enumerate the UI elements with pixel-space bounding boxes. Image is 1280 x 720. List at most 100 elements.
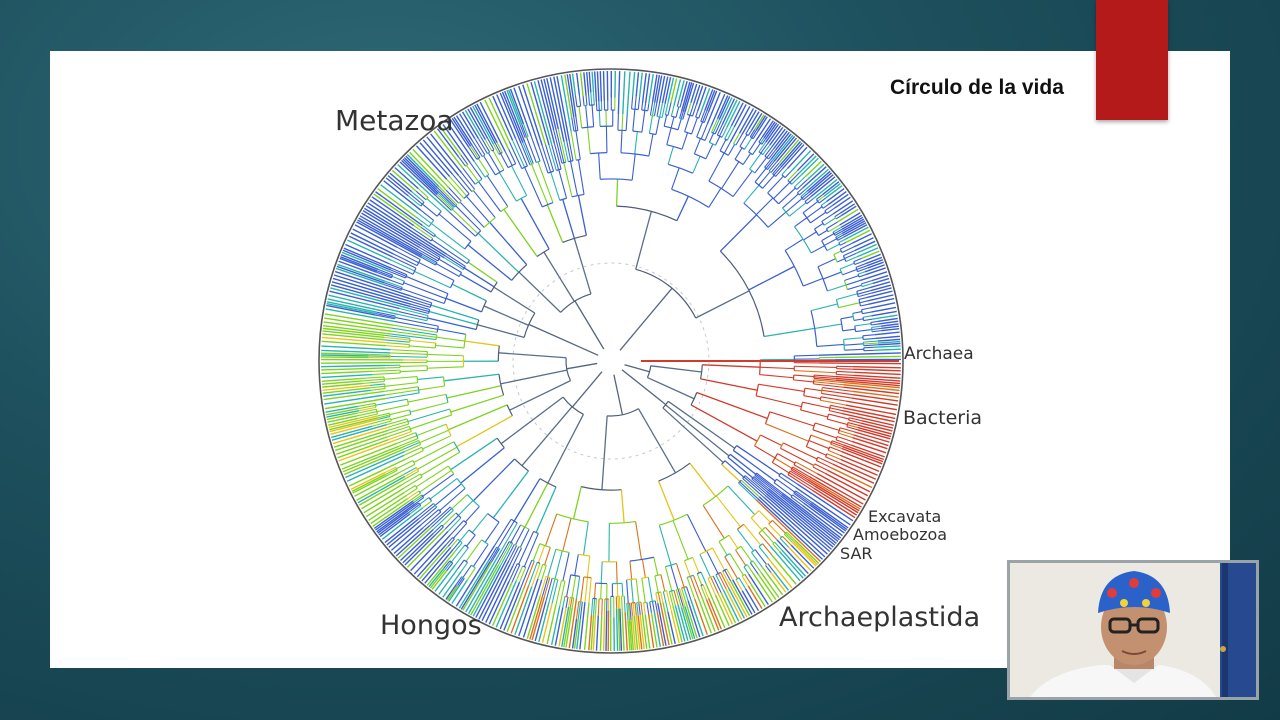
tree-branch (471, 513, 489, 533)
tree-branches (356, 92, 899, 621)
tree-arc (447, 465, 455, 475)
tree-branch (828, 449, 841, 456)
tree-arc (684, 556, 693, 562)
tree-leaf (771, 128, 786, 148)
tree-arc (779, 442, 784, 449)
tree-branch (409, 295, 432, 304)
tree-branch (519, 124, 526, 138)
tree-branch (821, 213, 834, 222)
tree-branch (780, 447, 815, 466)
tree-arc (765, 563, 769, 566)
tree-branch (548, 144, 557, 171)
tree-branch (410, 414, 452, 430)
tree-arc (793, 186, 798, 190)
tree-arc (679, 117, 683, 120)
tree-leaf (331, 425, 373, 439)
tree-arc (767, 192, 780, 205)
tree-arc (607, 408, 639, 417)
tree-leaf (816, 473, 866, 501)
tree-leaf (322, 327, 385, 337)
tree-branch (762, 543, 773, 556)
tree-branch (369, 383, 385, 386)
tree-branch (469, 162, 483, 180)
tree-arc (453, 441, 461, 453)
tree-leaf (341, 251, 391, 273)
tree-branch (377, 268, 393, 276)
tree-arc (669, 589, 675, 593)
tree-leaf (795, 486, 851, 526)
tree-arc (449, 408, 453, 416)
tree-branch (439, 487, 466, 512)
tree-branch (566, 141, 572, 162)
tree-branch (854, 260, 864, 266)
tree-leaf (706, 89, 716, 112)
tree-branch (839, 430, 854, 436)
tree-arc (835, 299, 840, 308)
tree-branch (744, 475, 767, 495)
tree-branch (387, 431, 412, 441)
tree-branch (587, 92, 591, 106)
tree-leaf (868, 297, 895, 305)
tree-arc (421, 494, 425, 498)
tree-branch (813, 379, 844, 384)
tree-leaf (716, 95, 729, 120)
tree-arc (433, 234, 436, 237)
tree-arc (749, 136, 754, 140)
tree-branch (830, 404, 843, 409)
tree-leaf (653, 74, 661, 103)
tree-branch (632, 109, 636, 132)
tree-leaf (801, 157, 819, 176)
tree-branch (794, 176, 806, 188)
tree-branch (754, 168, 767, 183)
tree-branch (384, 386, 419, 392)
tree-branch (438, 192, 454, 209)
presenter-webcam (1007, 560, 1259, 700)
tree-arc (690, 392, 698, 406)
tree-branch (817, 258, 836, 268)
tree-arc (835, 236, 839, 241)
tree-leaf (508, 89, 523, 125)
tree-leaf (830, 467, 873, 489)
tree-branch (647, 577, 653, 602)
tree-leaf (767, 557, 793, 589)
tree-branch (493, 144, 500, 155)
tree-branch (649, 601, 652, 613)
tree-leaf (674, 605, 686, 642)
tree-branch (695, 290, 750, 319)
tree-branch (555, 129, 565, 163)
tree-leaf (352, 228, 396, 252)
tree-branch (422, 511, 442, 529)
tree-leaf (754, 114, 765, 130)
tree-branch (375, 313, 396, 319)
tree-branch (436, 336, 465, 342)
tree-leaf (377, 188, 417, 218)
tree-leaf (602, 71, 606, 101)
tree-branch (574, 554, 579, 576)
tree-branch (547, 413, 585, 484)
tree-branch (391, 333, 437, 341)
tree-leaf (478, 560, 510, 620)
tree-leaf (840, 458, 878, 476)
tree-branch (679, 101, 683, 108)
tree-arc (781, 174, 786, 179)
tree-branch (679, 588, 686, 607)
tree-leaf (495, 580, 517, 628)
tree-branch (578, 94, 582, 107)
tree-branch (626, 603, 629, 621)
tree-branch (368, 353, 391, 356)
tree-branch (390, 352, 428, 355)
tree-branch (666, 127, 672, 145)
tree-leaf (419, 546, 449, 580)
tree-branch (761, 529, 775, 544)
tree-branch (488, 546, 498, 561)
tree-leaf (781, 144, 805, 170)
tree-leaf (560, 75, 572, 132)
tree-branch (578, 106, 583, 129)
tree-leaf (637, 615, 643, 650)
tree-branch (767, 175, 784, 194)
tree-arc (559, 197, 567, 201)
tree-arc (732, 445, 738, 451)
tree-branch (514, 526, 526, 546)
tree-branch (822, 271, 842, 280)
tree-leaf (859, 271, 888, 282)
